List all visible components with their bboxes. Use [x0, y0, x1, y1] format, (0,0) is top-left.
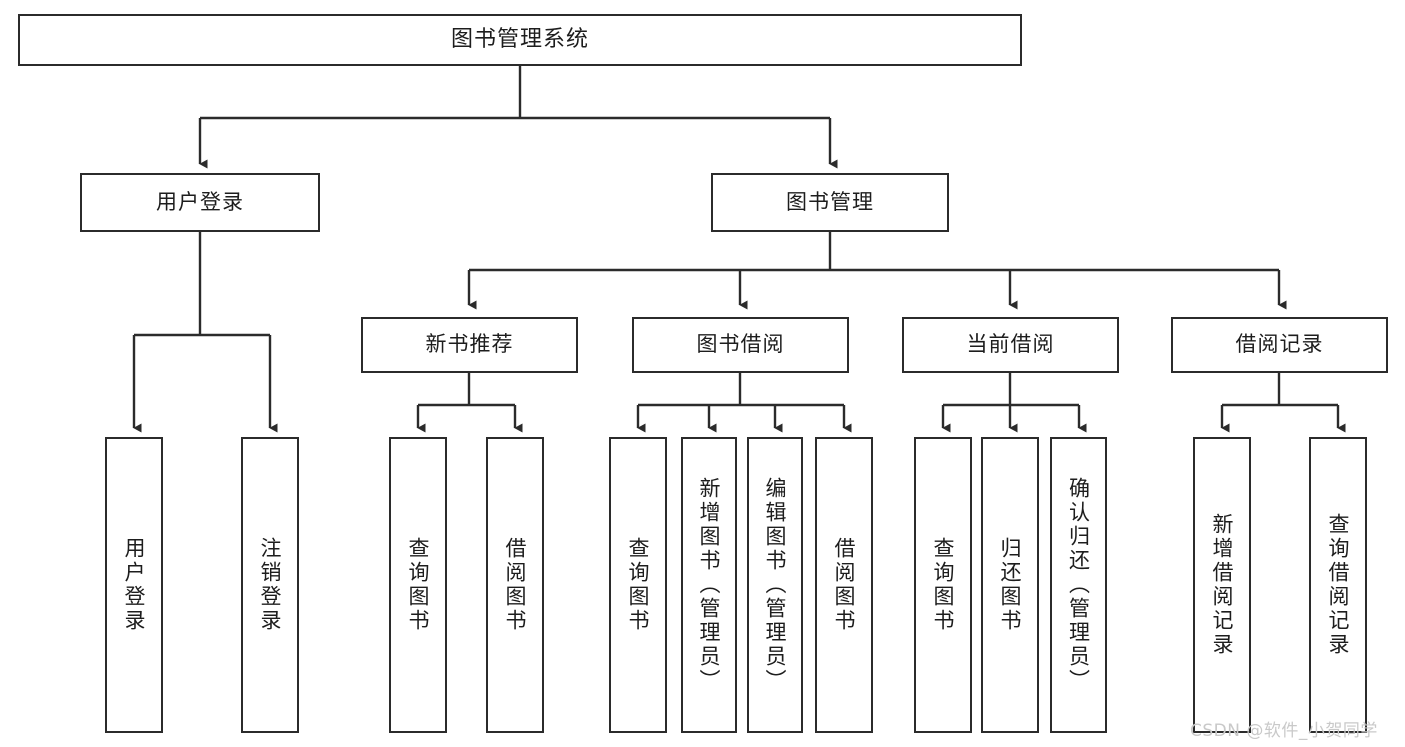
- node-label: 图书借阅: [696, 332, 785, 357]
- node-leaf-confirm-return[interactable]: 确认归还（管理员）: [1050, 437, 1107, 733]
- node-label: 用户登录: [122, 537, 147, 633]
- node-leaf-logout[interactable]: 注销登录: [241, 437, 299, 733]
- node-label: 查询图书: [626, 537, 651, 633]
- node-label: 图书管理系统: [450, 26, 589, 52]
- node-label: 新书推荐: [425, 332, 514, 357]
- node-user-login[interactable]: 用户登录: [80, 173, 320, 232]
- node-root-system[interactable]: 图书管理系统: [18, 14, 1022, 66]
- node-label: 确认归还（管理员）: [1066, 477, 1091, 693]
- node-current-borrow[interactable]: 当前借阅: [902, 317, 1119, 373]
- node-label: 新增图书（管理员）: [697, 477, 722, 693]
- node-leaf-user-login[interactable]: 用户登录: [105, 437, 163, 733]
- node-label: 归还图书: [998, 537, 1023, 633]
- node-label: 当前借阅: [966, 332, 1055, 357]
- node-book-borrow[interactable]: 图书借阅: [632, 317, 849, 373]
- node-new-book-recommend[interactable]: 新书推荐: [361, 317, 578, 373]
- node-borrow-record[interactable]: 借阅记录: [1171, 317, 1388, 373]
- node-label: 查询图书: [931, 537, 956, 633]
- node-label: 编辑图书（管理员）: [763, 477, 788, 693]
- node-label: 借阅记录: [1235, 332, 1324, 357]
- node-leaf-query-borrow-record[interactable]: 查询借阅记录: [1309, 437, 1367, 733]
- node-book-management[interactable]: 图书管理: [711, 173, 949, 232]
- node-leaf-add-book[interactable]: 新增图书（管理员）: [681, 437, 737, 733]
- node-leaf-return-book[interactable]: 归还图书: [981, 437, 1039, 733]
- node-label: 查询借阅记录: [1326, 513, 1351, 657]
- node-label: 图书管理: [786, 189, 874, 214]
- csdn-watermark: CSDN @软件_小贺同学: [1190, 721, 1378, 741]
- node-label: 借阅图书: [503, 537, 528, 633]
- node-label: 新增借阅记录: [1210, 513, 1235, 657]
- node-leaf-borrow-book[interactable]: 借阅图书: [815, 437, 873, 733]
- node-leaf-edit-book[interactable]: 编辑图书（管理员）: [747, 437, 803, 733]
- node-label: 注销登录: [258, 537, 283, 633]
- node-leaf-add-borrow-record[interactable]: 新增借阅记录: [1193, 437, 1251, 733]
- node-label: 借阅图书: [832, 537, 857, 633]
- node-leaf-borrow-book-recommend[interactable]: 借阅图书: [486, 437, 544, 733]
- node-label: 查询图书: [406, 537, 431, 633]
- node-leaf-query-book-recommend[interactable]: 查询图书: [389, 437, 447, 733]
- node-leaf-query-book-borrow[interactable]: 查询图书: [609, 437, 667, 733]
- node-label: 用户登录: [156, 189, 244, 214]
- node-leaf-query-book-current[interactable]: 查询图书: [914, 437, 972, 733]
